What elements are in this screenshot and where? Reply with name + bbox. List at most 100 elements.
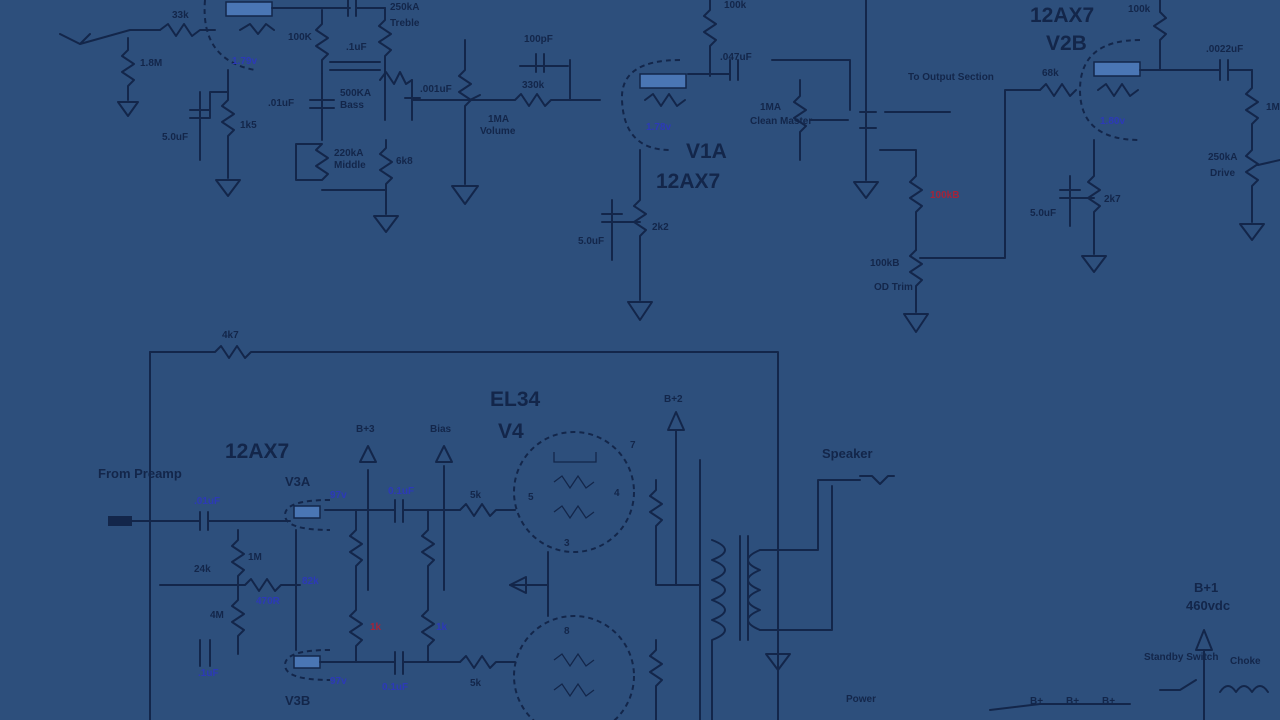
to-output-label: To Output Section <box>908 72 994 83</box>
filter-cap-2-label: B+ <box>1066 696 1079 707</box>
b1-label: B+1 <box>1194 580 1218 595</box>
b2-label: B+2 <box>664 394 683 405</box>
pin-8-label: 8 <box>564 626 570 637</box>
b3-label: B+3 <box>356 424 375 435</box>
resistor-1m8-label: 1.8M <box>140 58 162 69</box>
tube-v3b-pin <box>293 655 321 669</box>
tube-v3a-envelope <box>283 499 331 531</box>
volume-label: Volume <box>480 126 516 137</box>
power-label: Power <box>846 694 876 705</box>
resistor-68k-label: 68k <box>1042 68 1059 79</box>
resistor-330k-label: 330k <box>522 80 545 91</box>
tube-v1a-envelope <box>620 59 681 151</box>
tube-v1a-cathode-label: 1.78v <box>646 122 671 133</box>
resistor-100k-b-label: 100kB <box>930 190 959 201</box>
tube-v3a-plate-label: 97v <box>330 490 347 501</box>
power-supply-section: B+1 460vdc Standby Switch Choke B+ B+ B+… <box>846 580 1269 720</box>
tone-stack-section: 33k 1.8M 1.79v 250kA Treble 100K .1uF 50… <box>59 0 516 233</box>
tube-v1a-name: V1A <box>686 140 727 163</box>
tube-v4-envelope <box>513 431 635 553</box>
resistor-1m-label: 1M <box>248 552 262 563</box>
b1-arrow-icon <box>1195 629 1213 651</box>
cap-0022uf-label: .0022uF <box>1206 44 1243 55</box>
resistor-5k-label: 5k <box>470 490 482 501</box>
pin-4-label: 4 <box>614 488 620 499</box>
filter-cap-3-label: B+ <box>1102 696 1115 707</box>
resistor-2k7-label: 2k7 <box>1104 194 1121 205</box>
resistor-100k-label: 100K <box>288 32 313 43</box>
resistor-5k-b-label: 5k <box>470 678 482 689</box>
input-jack-icon <box>108 516 132 526</box>
tube-v2b-pin <box>1093 61 1141 77</box>
b2-arrow-icon <box>667 411 685 431</box>
cap-5uf-b-label: 5.0uF <box>578 236 604 247</box>
pin-3-label: 3 <box>564 538 570 549</box>
resistor-250ka-label: 250kA <box>390 2 419 13</box>
cap-001uf-label: .001uF <box>420 84 452 95</box>
treble-label: Treble <box>390 18 420 29</box>
cap-1uf-b-label: .1uF <box>198 668 219 679</box>
resistor-4m-label: 4M <box>210 610 224 621</box>
tube-v2b-envelope <box>1078 39 1141 141</box>
tube-v3a-name: V3A <box>285 474 311 489</box>
tube-v2a-plate-label: 1.79v <box>232 56 257 67</box>
resistor-1k5-label: 1k5 <box>240 120 257 131</box>
resistor-4k7-label: 4k7 <box>222 330 239 341</box>
resistor-250ka-drive-label: 250kA <box>1208 152 1237 163</box>
tube-v2a-pin <box>225 1 273 17</box>
tube-v4b-envelope <box>513 615 635 720</box>
resistor-100k-top-label: 100k <box>724 0 747 11</box>
tube-v4-name: V4 <box>498 420 524 443</box>
pin-5-label: 5 <box>528 492 534 503</box>
pin-7-label: 7 <box>630 440 636 451</box>
from-preamp-label: From Preamp <box>98 466 182 481</box>
tube-v1a-type: 12AX7 <box>656 170 720 193</box>
tube-v3a-type: 12AX7 <box>225 440 289 463</box>
od-trim-label: OD Trim <box>874 282 913 293</box>
tube-v2b-name: V2B <box>1046 32 1087 55</box>
b3-arrow-icon <box>359 445 377 463</box>
bias-arrow-icon <box>435 445 453 463</box>
resistor-82k-label: 82k <box>302 576 319 587</box>
resistor-6k8-label: 6k8 <box>396 156 413 167</box>
clean-master-label: Clean Master <box>750 116 812 127</box>
resistor-100k-v2b-label: 100k <box>1128 4 1151 15</box>
resistor-1k-b-label: 1k <box>436 622 448 633</box>
resistor-33k-label: 33k <box>172 10 189 21</box>
resistor-1k-a-label: 1k <box>370 622 382 633</box>
filter-cap-1-label: B+ <box>1030 696 1043 707</box>
choke-label: Choke <box>1230 656 1261 667</box>
resistor-500ka-label: 500KA <box>340 88 371 99</box>
tube-v2b-type: 12AX7 <box>1030 4 1094 27</box>
cap-100pf-label: 100pF <box>524 34 553 45</box>
standby-label: Standby Switch <box>1144 652 1218 663</box>
speaker-label: Speaker <box>822 446 873 461</box>
cap-5uf-label: 5.0uF <box>162 132 188 143</box>
resistor-1ma-volume-label: 1MA <box>488 114 509 125</box>
resistor-2k2-label: 2k2 <box>652 222 669 233</box>
tube-v2b-cathode-label: 1.80v <box>1100 116 1125 127</box>
cap-1uf-label: .1uF <box>346 42 367 53</box>
tube-v3b-plate-label: 97v <box>330 676 347 687</box>
resistor-1m-v2b-label: 1M <box>1266 102 1280 113</box>
drive-label: Drive <box>1210 168 1235 179</box>
tube-v3b-envelope <box>283 649 331 681</box>
resistor-100kb-trim-label: 100kB <box>870 258 899 269</box>
tube-v1a-pin <box>639 73 687 89</box>
resistor-24k-label: 24k <box>194 564 211 575</box>
bias-label: Bias <box>430 424 452 435</box>
resistor-220ka-label: 220kA <box>334 148 363 159</box>
master-section: 1MA Clean Master To Output Section 100kB… <box>750 0 1041 333</box>
v1a-section: 330k 100pF 1.78v V1A 12AX7 2k2 5.0uF 100… <box>469 0 752 321</box>
cap-047uf-label: .047uF <box>720 52 752 63</box>
v2b-section: 12AX7 V2B 68k 1.80v 100k .0022uF 1M 250k… <box>1030 0 1280 273</box>
cap-5uf-c-label: 5.0uF <box>1030 208 1056 219</box>
tube-v2a-envelope <box>203 0 256 71</box>
power-amp-section: 4k7 From Preamp .01uF 12AX7 V3A 97v 1M 4… <box>98 330 895 720</box>
tube-v3a-pin <box>293 505 321 519</box>
cap-01uf-v3-label: 0.1uF <box>388 486 414 497</box>
b1-voltage-label: 460vdc <box>1186 598 1230 613</box>
cap-01uf-label: .01uF <box>268 98 294 109</box>
resistor-1ma-master-label: 1MA <box>760 102 781 113</box>
